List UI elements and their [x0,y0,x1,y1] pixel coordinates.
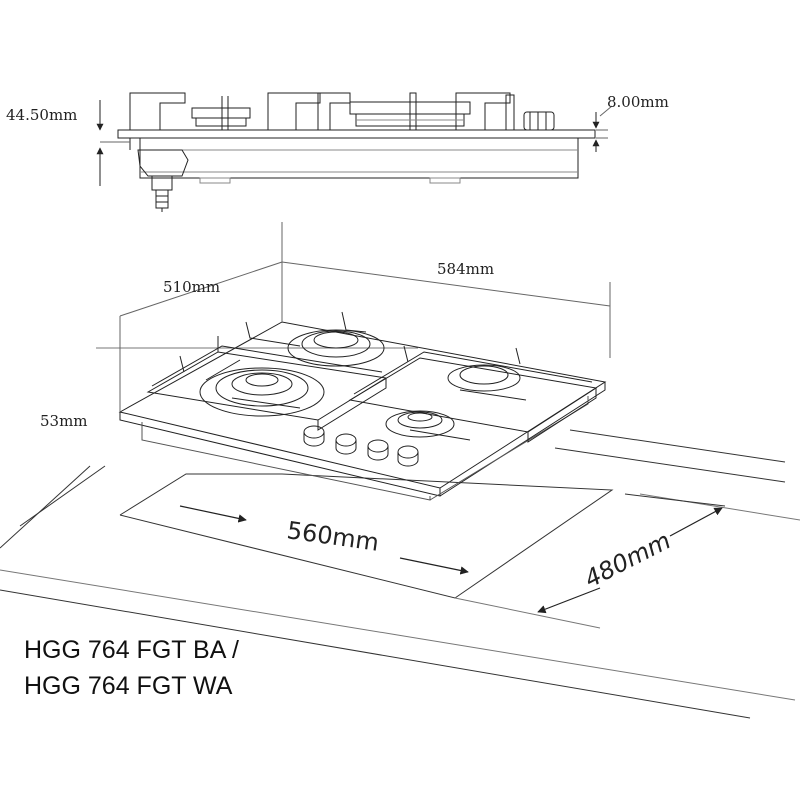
side-glass-plate [117,129,596,139]
side-dimension-lines [96,100,613,186]
burner-front-left [199,367,325,417]
knob-1 [303,425,325,447]
side-view [117,92,596,212]
burner-front-right [385,410,455,438]
gas-inlet [137,149,189,212]
depth-label: 510mm [163,278,220,296]
side-body [139,138,579,179]
pan-support-right [348,345,598,443]
height-label: 53mm [40,412,88,430]
width-label: 584mm [437,260,494,278]
glass-thickness-label: 8.00mm [607,93,669,111]
knob-4 [397,445,419,467]
hob-perspective [118,311,607,501]
side-burners [191,101,471,127]
perspective-guides [119,222,611,412]
cutout-depth-label: 480mm [580,526,675,593]
burner-back-right [447,364,521,392]
side-knob [523,111,555,131]
pan-support-left [146,311,388,431]
burner-back-left [287,329,385,367]
cutout-width-label: 560mm [285,516,381,557]
cutout-outline [119,473,614,599]
model-name-block: HGG 764 FGT BA / HGG 764 FGT WA [24,632,239,704]
side-height-label: 44.50mm [6,106,77,124]
countertop [0,347,800,719]
knob-3 [367,439,389,461]
control-knobs [303,425,419,467]
model-line-2: HGG 764 FGT WA [24,672,233,700]
cutout-dimension-arrows [179,505,723,614]
knob-2 [335,433,357,455]
glass-top [118,321,607,489]
side-pan-supports [129,92,515,130]
model-line-1: HGG 764 FGT BA / [24,636,239,664]
